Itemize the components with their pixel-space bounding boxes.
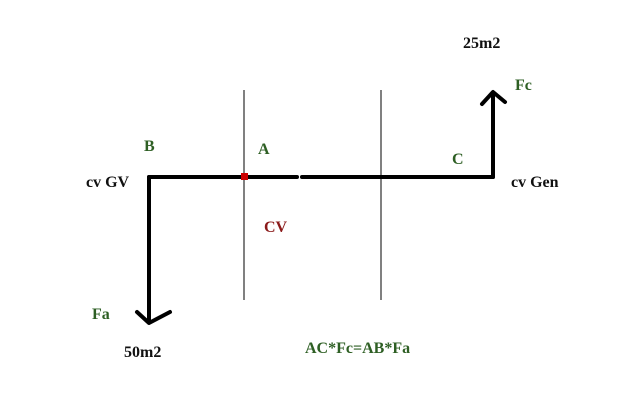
point-a-label: A	[258, 141, 270, 158]
center-label: CV	[264, 219, 288, 236]
force-a-arrowhead	[135, 310, 172, 325]
point-c-label: C	[452, 151, 464, 168]
bottom-left-value: 50m2	[124, 344, 161, 361]
top-right-value: 25m2	[463, 35, 500, 52]
force-a-label: Fa	[92, 306, 110, 323]
left-end-label: cv GV	[86, 174, 130, 191]
point-b-label: B	[144, 138, 155, 155]
equation-label: AC*Fc=AB*Fa	[305, 340, 410, 357]
force-c-label: Fc	[515, 77, 532, 94]
pivot-marker	[241, 173, 248, 180]
force-c-arrowhead	[480, 90, 507, 106]
right-end-label: cv Gen	[511, 174, 559, 191]
